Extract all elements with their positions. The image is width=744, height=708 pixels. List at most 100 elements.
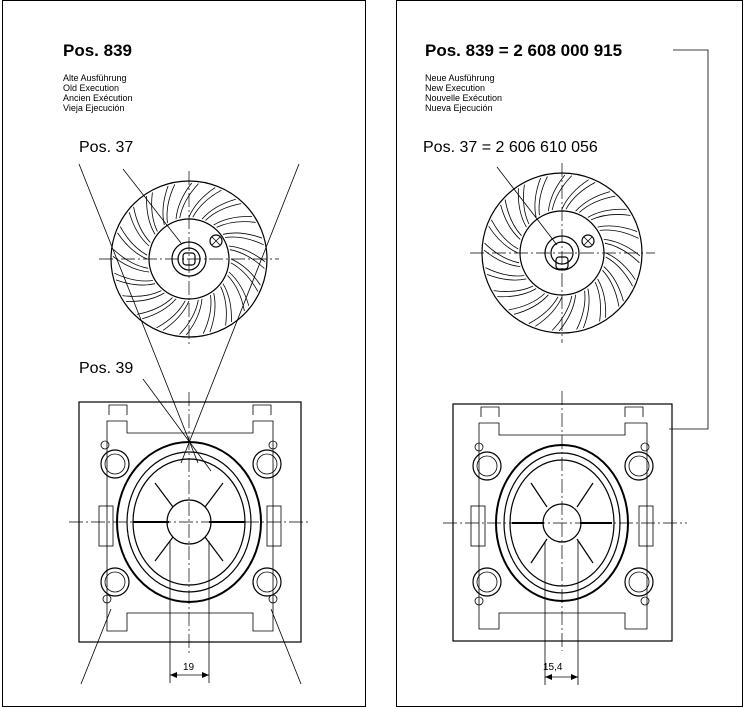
fan-blade-edge <box>548 174 566 212</box>
fan-blade-edge <box>597 225 638 232</box>
fan-blade-edge <box>185 298 203 336</box>
fan-blade-edge <box>558 294 576 332</box>
old-execution-panel: Pos. 839 Alte Ausführung Old Execution A… <box>2 0 366 707</box>
fan-blade-edge <box>179 183 199 219</box>
old-execution-variant-en: Old Execution <box>63 83 120 93</box>
fan-blade-edge <box>565 182 596 210</box>
fan-blade-edge <box>156 300 186 329</box>
fan-blade-edge <box>576 290 586 330</box>
fan-blade-edge <box>485 267 525 277</box>
fan-blade-edge <box>597 278 607 318</box>
fan-blade-edge <box>590 214 631 221</box>
dimension-old <box>169 541 210 683</box>
fan-blade-edge <box>151 192 158 232</box>
fan-wheel-old <box>99 171 279 346</box>
fan-blade-edge <box>551 175 573 211</box>
fan-blade-edge <box>230 258 261 286</box>
fan-blade-edge <box>128 212 150 247</box>
fan-blade-edge <box>162 185 169 226</box>
fan-blade-edge <box>602 270 620 307</box>
fan-blade-edge <box>605 252 636 280</box>
fan-blade-edge <box>112 255 150 273</box>
fan-blade-edge <box>583 288 590 329</box>
fan-blade-edge <box>579 195 616 213</box>
old-execution-variant-es: Vieja Ejecución <box>63 103 125 113</box>
fan-blade-edge <box>491 219 519 250</box>
fan-blade-edge <box>497 288 537 298</box>
fan-blade-edge <box>599 229 639 239</box>
fan-blade-edge <box>504 199 522 236</box>
new-execution-variant-en: New Execution <box>425 83 486 93</box>
fan-blade-edge <box>538 176 548 216</box>
new-execution-variant-de: Neue Ausführung <box>425 73 495 83</box>
fan-blade-edge <box>222 283 232 323</box>
fan-blade-edge <box>166 184 176 223</box>
fan-blade-edge <box>534 177 541 218</box>
dimension-new <box>544 541 579 685</box>
fan-blade-edge <box>220 286 227 326</box>
new-execution-variant-fr: Nouvelle Exécution <box>425 93 503 103</box>
fan-blade-edge <box>142 298 177 320</box>
fan-blade-edge <box>179 299 199 335</box>
fan-blade-edge <box>508 293 545 311</box>
fan-blade-edge <box>125 292 165 302</box>
fan-blade-edge <box>528 296 559 324</box>
fan-blade-edge <box>230 262 259 292</box>
old-execution-variant-de: Alte Ausführung <box>63 73 127 83</box>
fan-blade-edge <box>523 184 530 225</box>
fan-blade-edge <box>483 249 521 267</box>
fan-blade-edge <box>216 221 256 228</box>
fan-blade-edge <box>603 239 641 257</box>
fan-blade-edge <box>594 281 601 322</box>
new-execution-title: Pos. 839 = 2 608 000 915 <box>425 41 623 60</box>
fan-blade-edge <box>119 226 148 256</box>
fan-blade-edge <box>122 290 162 297</box>
fan-blade-edge <box>209 292 216 333</box>
fan-blade-edge <box>493 285 534 292</box>
title-leader-bracket <box>669 49 709 430</box>
fan-blade-edge <box>228 245 266 263</box>
fan-blade-edge <box>605 256 633 287</box>
callout-pos-37-old: Pos. 37 <box>79 139 134 156</box>
callout-pos-37-new: Pos. 37 = 2 606 610 056 <box>423 139 598 156</box>
fan-blade-edge <box>229 249 265 269</box>
fan-blade-edge <box>162 300 190 331</box>
fan-wheel-new <box>470 163 655 343</box>
fan-blade-edge <box>201 198 236 220</box>
fan-blade-edge <box>222 232 263 239</box>
new-execution-panel: Pos. 839 = 2 608 000 915 Neue Ausführung… <box>396 0 743 707</box>
fan-blade-edge <box>136 297 173 315</box>
base-plate-old <box>69 392 311 653</box>
new-execution-variant-list: Neue Ausführung New Execution Nouvelle E… <box>425 73 502 113</box>
fan-blade-edge <box>513 294 549 315</box>
fan-blade-edge <box>517 188 527 228</box>
fan-blade-edge <box>587 208 627 218</box>
fan-blade-edge <box>114 272 153 282</box>
fan-blade-edge <box>117 232 148 260</box>
fan-blade-edge <box>228 271 250 306</box>
old-execution-title: Pos. 839 <box>63 41 132 60</box>
callout-pos-39: Pos. 39 <box>79 360 134 377</box>
fan-blade-edge <box>484 242 520 264</box>
dimension-label-new: 15,4 <box>543 662 563 673</box>
fan-blade-edge <box>500 204 521 240</box>
base-plate-new <box>443 391 687 651</box>
old-execution-drawing <box>69 163 311 685</box>
fan-blade-edge <box>227 275 245 312</box>
fan-blade-edge <box>603 266 624 302</box>
fan-blade-edge <box>146 195 156 235</box>
old-execution-variant-list: Alte Ausführung Old Execution Ancien Exé… <box>63 73 133 113</box>
fan-blade-edge <box>202 295 212 334</box>
fan-blade-edge <box>175 182 193 220</box>
leader-lines-old <box>78 163 302 685</box>
fan-blade-edge <box>133 206 151 243</box>
new-execution-variant-es: Nueva Ejecución <box>425 103 493 113</box>
new-execution-drawing <box>443 49 709 685</box>
fan-blade-edge <box>561 179 589 210</box>
fan-blade-edge <box>188 187 216 218</box>
fan-blade-edge <box>192 189 222 218</box>
fan-blade-edge <box>225 236 264 246</box>
fan-blade-edge <box>213 216 253 226</box>
fan-blade-edge <box>488 226 519 254</box>
dimension-label-old: 19 <box>183 662 195 673</box>
